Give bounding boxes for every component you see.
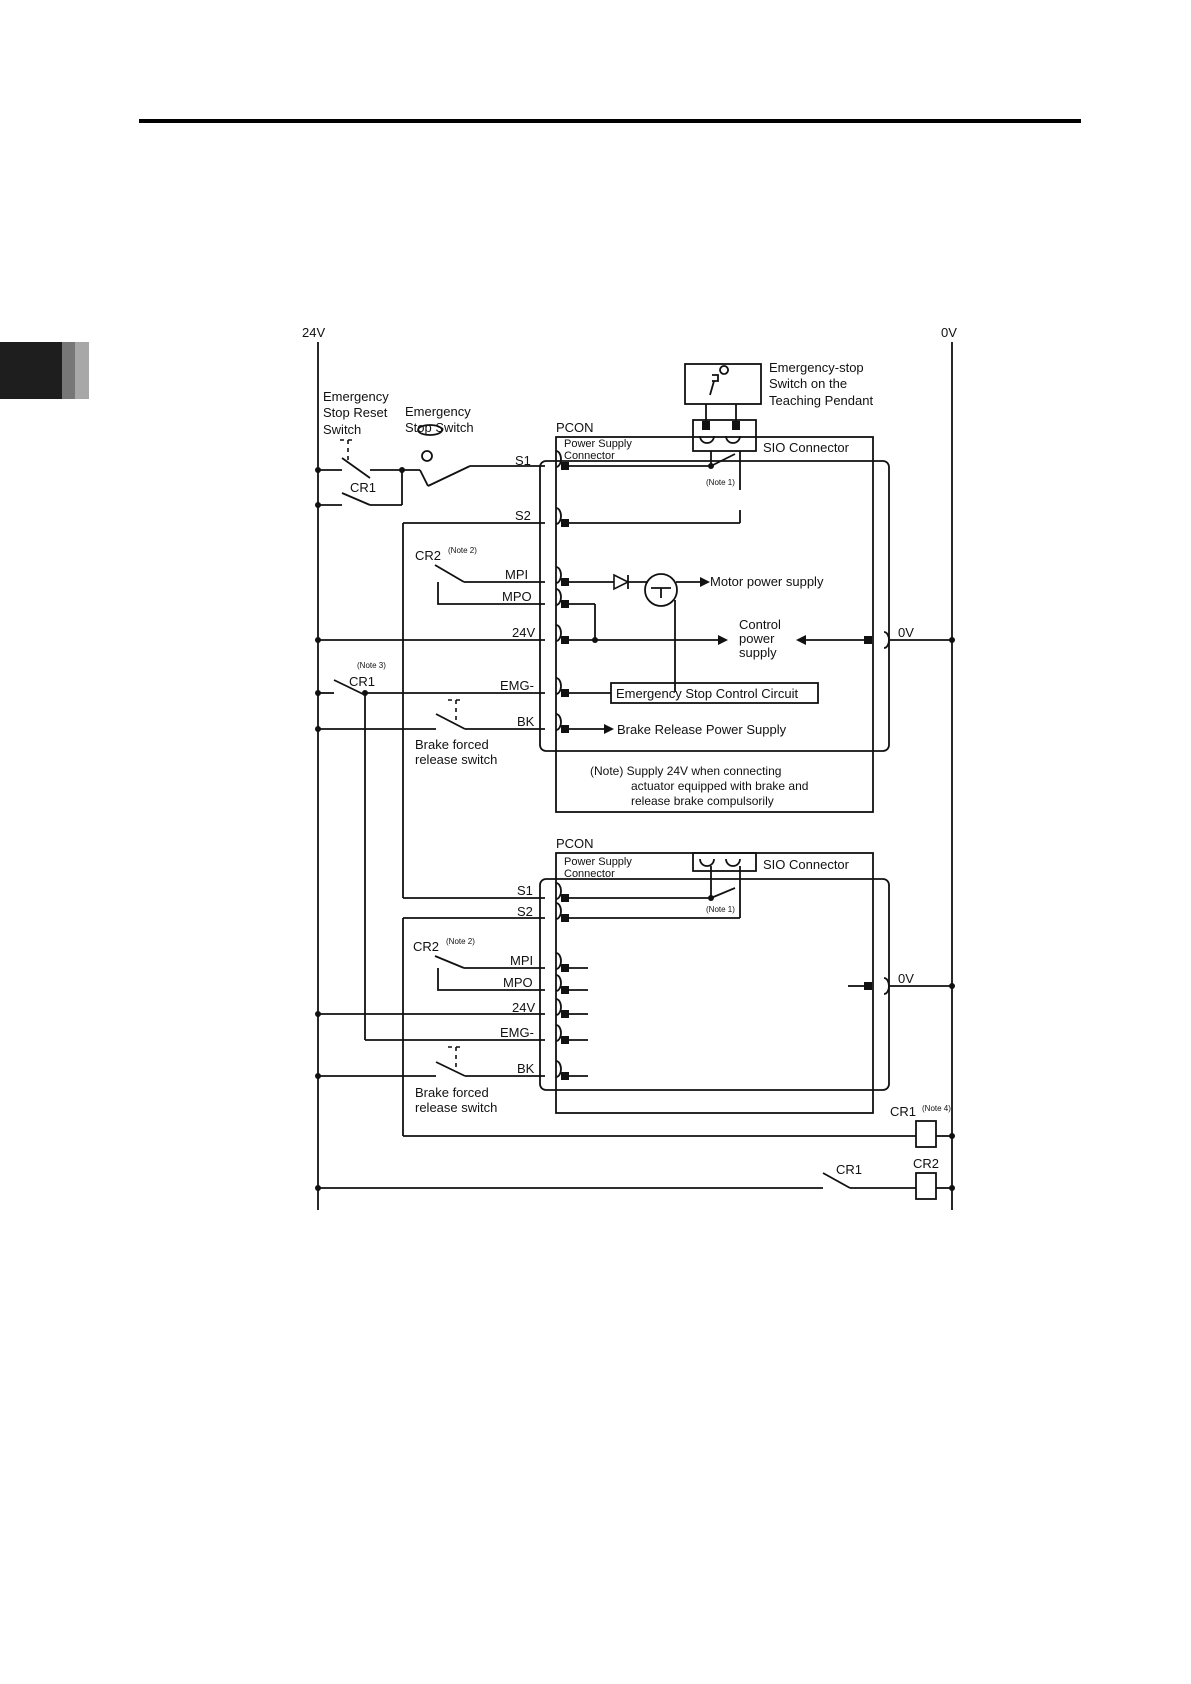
motor-power-label: Motor power supply (710, 574, 824, 589)
sio-1-label: SIO Connector (763, 440, 850, 455)
coil-cr2-label: CR2 (913, 1156, 939, 1171)
es-switch-line1: Emergency (405, 404, 471, 419)
pendant-line1: Emergency-stop (769, 360, 864, 375)
chapter-tab-light (75, 342, 89, 399)
psc-2-line2: Connector (564, 868, 615, 880)
pin-0v-2: 0V (898, 971, 914, 986)
control-line2: power (739, 631, 775, 646)
note1-unit2: (Note 1) (706, 905, 735, 914)
pcon-unit-2: PCON Power Supply Connector SIO Connecto… (315, 836, 955, 1136)
control-line3: supply (739, 645, 777, 660)
pin-24v-2: 24V (512, 1000, 535, 1015)
cr1-contact-top: CR1 (350, 480, 376, 495)
brake1-line2: release switch (415, 752, 497, 767)
pendant-switch: Emergency-stop Switch on the Teaching Pe… (684, 360, 873, 421)
psc-1-line1: Power Supply (564, 438, 632, 450)
pin-0v-1: 0V (898, 625, 914, 640)
pcon-unit-1: PCON Power Supply Connector SIO Connecto… (539, 419, 890, 813)
brake-note-line2: actuator equipped with brake and (631, 779, 808, 793)
power-rails: 24V 0V (302, 325, 957, 1210)
pin-bk-2: BK (517, 1061, 535, 1076)
pcon-2-title: PCON (556, 836, 594, 851)
pendant-line3: Teaching Pendant (769, 393, 873, 408)
control-line1: Control (739, 617, 781, 632)
reset-switch-section: Emergency Stop Reset Switch Emergency St… (315, 389, 545, 508)
rail-0v-label: 0V (941, 325, 957, 340)
brake1-line1: Brake forced (415, 737, 489, 752)
coil-cr1-label: CR1 (890, 1104, 916, 1119)
note4: (Note 4) (922, 1104, 951, 1113)
note2-unit1: (Note 2) (448, 546, 477, 555)
note2-unit2: (Note 2) (446, 937, 475, 946)
pin-mpo-2: MPO (503, 975, 533, 990)
pin-s2-1: S2 (515, 508, 531, 523)
brake-ps-label: Brake Release Power Supply (617, 722, 787, 737)
pin-bk-1: BK (517, 714, 535, 729)
top-rule (139, 119, 1081, 123)
brake-note-line1: (Note) Supply 24V when connecting (590, 764, 781, 778)
chapter-tab (0, 342, 62, 399)
pendant-line2: Switch on the (769, 376, 847, 391)
esc-label: Emergency Stop Control Circuit (616, 686, 798, 701)
brake-note-line3: release brake compulsorily (631, 794, 774, 808)
brake2-line1: Brake forced (415, 1085, 489, 1100)
es-reset-line2: Stop Reset (323, 405, 388, 420)
psc-2-line1: Power Supply (564, 856, 632, 868)
cr1-contact-bottom: CR1 (836, 1162, 862, 1177)
pin-emg-1: EMG- (500, 678, 534, 693)
pin-mpi-1: MPI (505, 567, 528, 582)
psc-1-line2: Connector (564, 450, 615, 462)
pin-s2-2: S2 (517, 904, 533, 919)
pin-mpo-1: MPO (502, 589, 532, 604)
pin-s1-2: S1 (517, 883, 533, 898)
pin-s1-1: S1 (515, 453, 531, 468)
brake2-line2: release switch (415, 1100, 497, 1115)
pin-emg-2: EMG- (500, 1025, 534, 1040)
unit-1-pins: (Note 1) S2 CR2 (Note 2) MPI MPO Motor p… (315, 450, 955, 1040)
pin-24v-1: 24V (512, 625, 535, 640)
pin-mpi-2: MPI (510, 953, 533, 968)
es-reset-line3: Switch (323, 422, 361, 437)
rail-24v-label: 24V (302, 325, 325, 340)
relay-coils: CR1 (Note 4) CR1 CR2 (315, 1104, 955, 1200)
cr2-contact-1: CR2 (415, 548, 441, 563)
note3: (Note 3) (357, 661, 386, 670)
sio-2-label: SIO Connector (763, 857, 850, 872)
es-reset-line1: Emergency (323, 389, 389, 404)
cr2-contact-2: CR2 (413, 939, 439, 954)
pcon-1-title: PCON (556, 420, 594, 435)
chapter-tab-mid (62, 342, 75, 399)
cr1-contact-emg: CR1 (349, 674, 375, 689)
note1-unit1: (Note 1) (706, 478, 735, 487)
